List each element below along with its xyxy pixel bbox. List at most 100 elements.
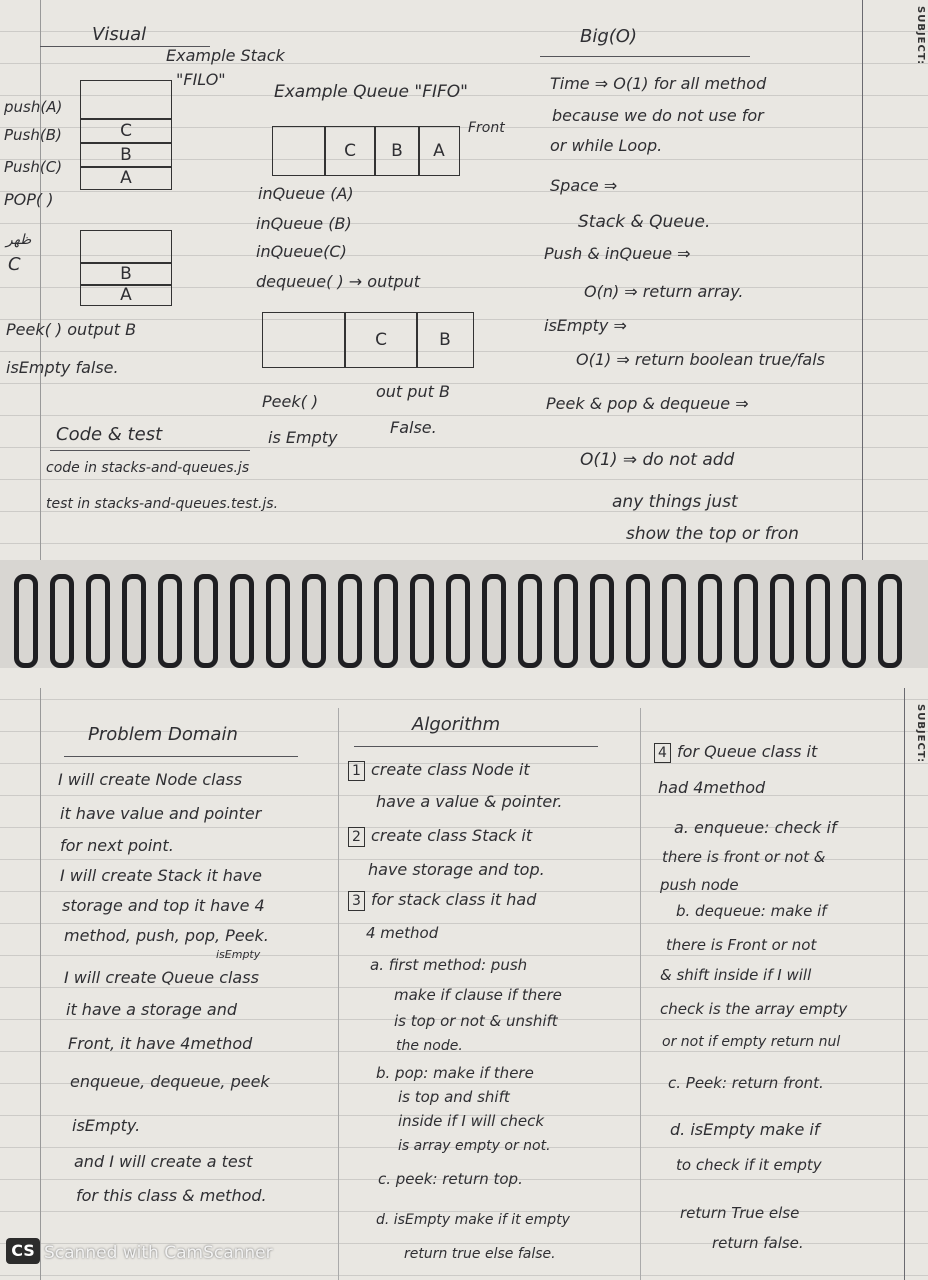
binding-ring <box>302 574 326 668</box>
algo-line: for stack class it had <box>371 890 537 909</box>
op-push-b: Push(B) <box>4 126 62 144</box>
algo-line: there is Front or not <box>666 936 817 954</box>
pop-output: C <box>8 254 21 275</box>
algo-line: have storage and top. <box>368 860 545 879</box>
algo-line: to check if it empty <box>676 1156 822 1174</box>
queue2-cell-b: B <box>416 312 474 368</box>
problem-line-isempty-note: isEmpty <box>216 948 261 961</box>
algo-line: create class Stack it <box>371 826 533 845</box>
queue-isempty-line: is Empty <box>268 428 338 447</box>
right-margin-rule <box>904 688 905 1280</box>
stack-cell-c: C <box>80 118 172 144</box>
algo-line: have a value & pointer. <box>376 792 563 811</box>
stack-title-filo: "FILO" <box>176 70 226 89</box>
subject-label-top: SUBJECT: <box>915 6 926 66</box>
code-test-heading: Code & test <box>56 424 163 445</box>
problem-line: it have a storage and <box>66 1000 238 1019</box>
big-o-line: Stack & Queue. <box>578 212 711 232</box>
algo-line: & shift inside if I will <box>660 966 812 984</box>
binding-ring <box>878 574 902 668</box>
queue-op-dequeue: dequeue( ) → output <box>256 272 421 291</box>
step-number: 4 <box>654 743 671 763</box>
binding-ring <box>554 574 578 668</box>
binding-ring <box>806 574 830 668</box>
binding-ring <box>590 574 614 668</box>
column-divider-2 <box>640 708 641 1280</box>
big-o-line: Push & inQueue ⇒ <box>544 244 691 263</box>
queue-cell-c: C <box>324 126 376 176</box>
algo-line: or not if empty return nul <box>662 1034 841 1050</box>
problem-line: method, push, pop, Peek. <box>64 926 269 945</box>
algo-line: is top and shift <box>398 1088 510 1106</box>
big-o-line: O(1) ⇒ do not add <box>580 450 735 470</box>
queue-cell-b: B <box>374 126 420 176</box>
big-o-heading: Big(O) <box>580 26 637 47</box>
binding-ring <box>338 574 362 668</box>
big-o-line: because we do not use for <box>552 106 764 125</box>
code-test-line-1: code in stacks-and-queues.js <box>46 460 250 476</box>
algo-line: a. enqueue: check if <box>674 818 837 837</box>
binding-ring <box>446 574 470 668</box>
code-test-underline <box>50 450 250 451</box>
algo-line: there is front or not & <box>662 848 826 866</box>
binding-ring <box>374 574 398 668</box>
camscanner-watermark: Scanned with CamScanner <box>44 1243 273 1263</box>
queue-isempty-value: False. <box>390 418 437 437</box>
problem-line: it have value and pointer <box>60 804 262 823</box>
problem-line: Front, it have 4method <box>68 1034 253 1053</box>
camscanner-logo-icon: CS <box>6 1238 40 1264</box>
big-o-line: Peek & pop & dequeue ⇒ <box>546 394 749 413</box>
algo-line: return true else false. <box>404 1246 556 1262</box>
big-o-underline <box>540 56 750 57</box>
binding-ring <box>662 574 686 668</box>
problem-line: storage and top it have 4 <box>62 896 265 915</box>
queue-title: Example Queue "FIFO" <box>274 82 468 102</box>
problem-line: and I will create a test <box>74 1152 253 1171</box>
binding-ring <box>410 574 434 668</box>
algo-line: return True else <box>680 1204 800 1222</box>
algo-step-2: 2 create class Stack it <box>348 826 532 847</box>
queue-cell-a: A <box>418 126 460 176</box>
binding-ring <box>122 574 146 668</box>
subject-label-bottom: SUBJECT: <box>915 704 926 764</box>
binding-ring <box>698 574 722 668</box>
big-o-line: any things just <box>612 492 738 512</box>
big-o-line: Space ⇒ <box>550 176 618 195</box>
spiral-binding <box>0 560 928 668</box>
algo-line: return false. <box>712 1234 804 1252</box>
binding-ring <box>50 574 74 668</box>
big-o-line: show the top or fron <box>626 524 799 544</box>
algo-line: inside if I will check <box>398 1112 545 1130</box>
step-number: 2 <box>348 827 365 847</box>
binding-ring <box>86 574 110 668</box>
problem-domain-heading: Problem Domain <box>88 724 238 745</box>
stack-title: Example Stack <box>166 46 285 65</box>
queue-cell-empty <box>272 126 326 176</box>
pop-note: ظهر <box>6 232 32 248</box>
algo-line: 4 method <box>366 924 439 942</box>
stack-cell-a: A <box>80 166 172 190</box>
algo-line: is array empty or not. <box>398 1138 551 1154</box>
stack2-cell-empty <box>80 230 172 264</box>
stack2-cell-b: B <box>80 262 172 286</box>
algo-line: check is the array empty <box>660 1000 848 1018</box>
big-o-line: isEmpty ⇒ <box>544 316 627 335</box>
step-number: 1 <box>348 761 365 781</box>
left-margin-rule <box>40 0 41 560</box>
big-o-line: O(1) ⇒ return boolean true/fals <box>576 350 825 369</box>
problem-domain-underline <box>64 756 298 757</box>
stack2-cell-a: A <box>80 284 172 306</box>
problem-line: for next point. <box>60 836 174 855</box>
queue-peek-output: out put B <box>376 382 450 401</box>
queue-op-enqueue-c: inQueue(C) <box>256 242 347 261</box>
queue2-cell-empty <box>262 312 346 368</box>
binding-ring <box>14 574 38 668</box>
algo-line: c. peek: return top. <box>378 1170 523 1188</box>
column-divider-1 <box>338 708 339 1280</box>
right-margin-rule <box>862 0 863 560</box>
algo-line: for Queue class it <box>677 742 818 761</box>
binding-ring <box>626 574 650 668</box>
binding-ring <box>518 574 542 668</box>
binding-ring <box>770 574 794 668</box>
op-push-a: push(A) <box>4 98 63 116</box>
